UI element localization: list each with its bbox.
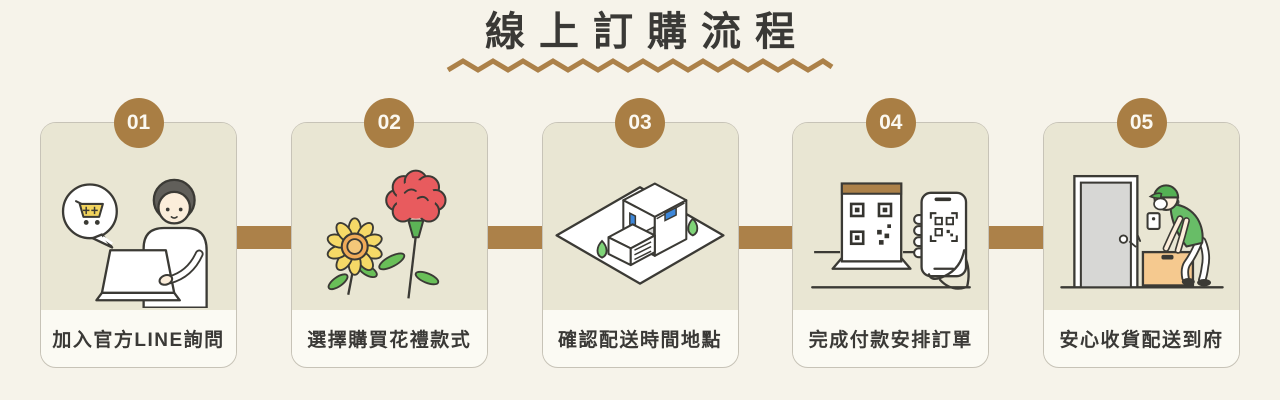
phone-qr-code (934, 216, 954, 237)
step-card-2: 02 (290, 98, 488, 368)
step-connector-3 (735, 226, 796, 249)
sunflower (327, 217, 383, 295)
step-card-5: 05 (1043, 98, 1240, 368)
qr-code (849, 202, 893, 246)
step-1-label: 加入官方LINE詢問 (52, 329, 225, 351)
step-4-illustration-area (793, 123, 989, 310)
bush-right (687, 217, 699, 237)
window-right (664, 206, 677, 222)
step-connector-4 (986, 226, 1046, 249)
step-2-label: 選擇購買花禮款式 (307, 329, 472, 351)
step-connector-1 (234, 226, 294, 249)
page-title: 線上訂購流程 (485, 10, 809, 54)
qr-sign-stand (813, 182, 931, 270)
step-5-number-badge: 05 (1116, 98, 1167, 148)
isometric-house-illustration (555, 182, 725, 285)
step-1-number-badge: 01 (113, 98, 164, 148)
courier-figure (1148, 184, 1211, 287)
step-3-illustration-area (542, 123, 738, 310)
qr-payment-illustration (810, 182, 971, 290)
flowers-illustration (327, 169, 447, 299)
step-3-label: 確認配送時間地點 (557, 329, 722, 351)
step-2-number-badge: 02 (364, 98, 415, 148)
bush-left (596, 239, 608, 259)
step-5-illustration-area (1044, 123, 1239, 310)
step-2-illustration-area (291, 123, 487, 310)
step-4-number-badge: 04 (865, 98, 916, 148)
step-card-1: 01 (40, 98, 237, 368)
mask (1152, 197, 1168, 211)
step-3-number-badge: 03 (615, 98, 665, 148)
step-card-3: 03 (541, 98, 739, 368)
front-door (1072, 174, 1139, 289)
step-5-label: 安心收貨配送到府 (1059, 329, 1224, 351)
shopping-cart-icon (74, 200, 104, 225)
scan-brackets (929, 212, 958, 243)
doorbell (1146, 212, 1161, 230)
zigzag-divider (446, 58, 834, 73)
courier-delivery-illustration (1059, 174, 1224, 289)
laptop-icon (94, 249, 181, 302)
step-connector-2 (484, 226, 545, 249)
person-laptop-cart-illustration (61, 178, 208, 308)
page-header: 線上訂購流程 (0, 0, 1280, 74)
carnation-flower (378, 169, 447, 299)
step-card-4: 04 (792, 98, 990, 368)
hand-holding-phone (912, 191, 970, 290)
step-4-label: 完成付款安排訂單 (808, 329, 973, 351)
step-1-illustration-area (41, 123, 236, 310)
steps-row: 01 (40, 98, 1240, 368)
